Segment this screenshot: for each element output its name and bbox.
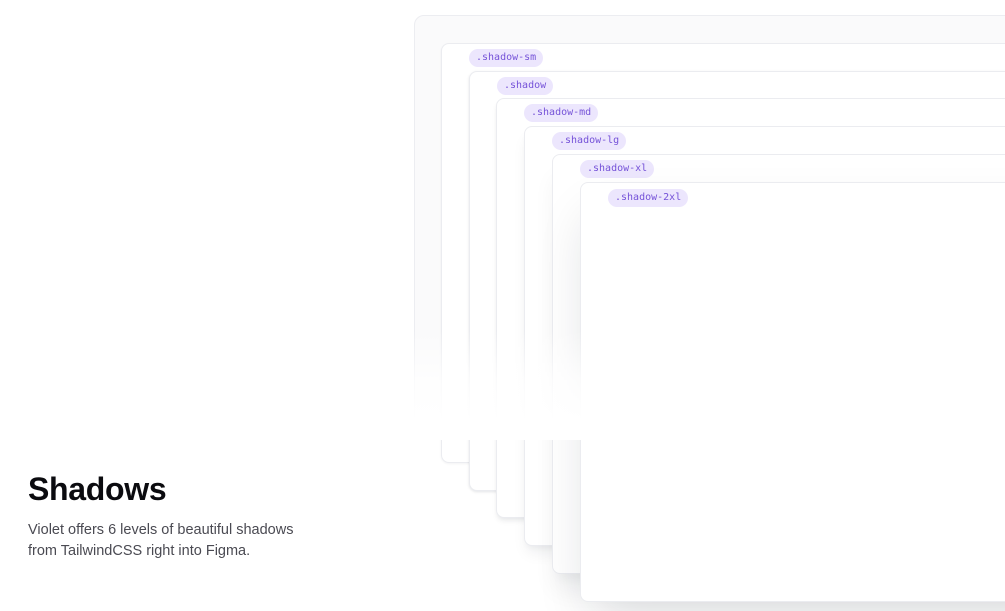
shadow-lg-tag: .shadow-lg xyxy=(552,132,627,150)
section-title: Shadows xyxy=(28,471,167,507)
shadow-2xl-tag: .shadow-2xl xyxy=(608,189,689,207)
shadow-2xl-card: .shadow-2xl xyxy=(580,182,1005,602)
shadow-sm-tag: .shadow-sm xyxy=(469,49,544,67)
shadow-md-tag: .shadow-md xyxy=(524,104,599,122)
section-description: Violet offers 6 levels of beautiful shad… xyxy=(28,520,328,562)
shadow-xl-tag: .shadow-xl xyxy=(580,160,655,178)
shadow-tag: .shadow xyxy=(497,77,554,95)
description-line-2: from TailwindCSS right into Figma. xyxy=(28,543,251,559)
description-line-1: Violet offers 6 levels of beautiful shad… xyxy=(28,522,294,538)
